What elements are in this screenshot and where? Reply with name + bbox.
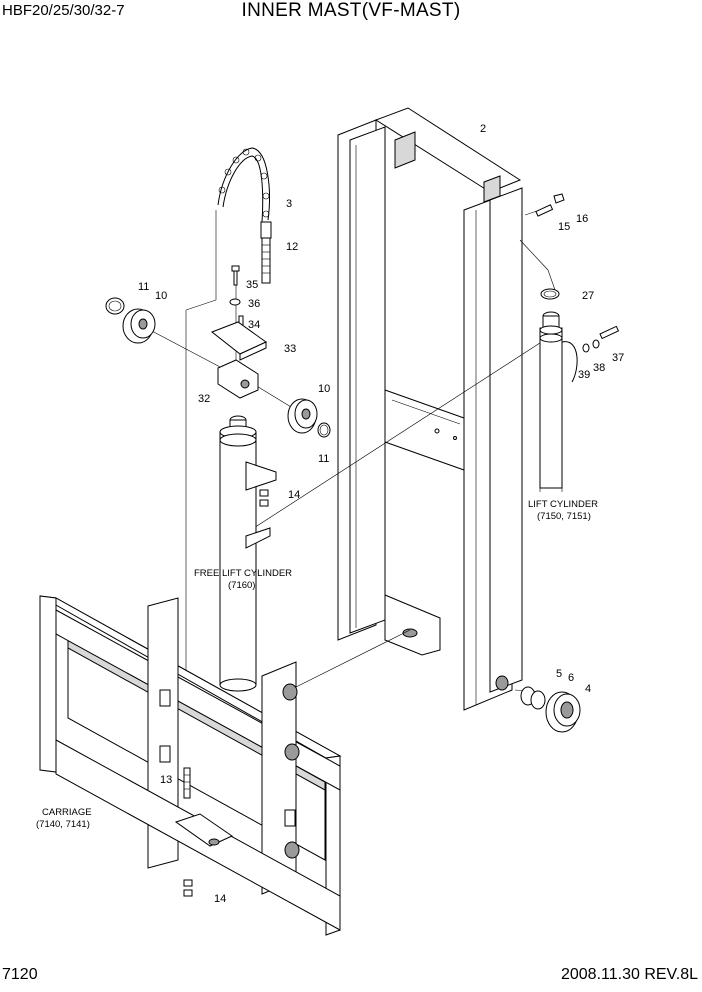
callout-2: 2: [480, 123, 486, 135]
callout-38: 38: [593, 362, 605, 374]
callout-10b: 10: [318, 383, 330, 395]
free-lift-cylinder-caption: FREE LIFT CYLINDER: [194, 568, 292, 579]
callout-4: 4: [585, 683, 591, 695]
callout-6: 6: [568, 672, 574, 684]
free-lift-cylinder: [219, 415, 277, 692]
roller-set: [520, 686, 581, 733]
revision-date: 2008.11.30 REV.8L: [560, 966, 698, 983]
callout-5: 5: [556, 668, 562, 680]
callout-36: 36: [248, 298, 260, 310]
sheave-assembly: [105, 265, 331, 438]
free-lift-cylinder-ref: (7160): [228, 580, 255, 591]
callout-39: 39: [578, 369, 590, 381]
page-number: 7120: [2, 966, 38, 983]
callout-33: 33: [284, 343, 296, 355]
part-captions: LIFT CYLINDER (7150, 7151) FREE LIFT CYL…: [36, 499, 598, 830]
lift-chain: [217, 147, 272, 284]
callout-14b: 14: [214, 893, 226, 905]
lift-cylinder-caption: LIFT CYLINDER: [528, 499, 598, 510]
callout-11a: 11: [138, 281, 149, 293]
callout-32: 32: [198, 393, 210, 405]
carriage-caption: CARRIAGE: [42, 807, 92, 818]
callout-34: 34: [248, 319, 260, 331]
callout-14a: 14: [288, 489, 300, 501]
callout-labels: 2 3 12 15 16 27 37 38 39 11 10 35 36 34 …: [138, 123, 624, 905]
callout-12: 12: [286, 241, 298, 253]
carriage-ref: (7140, 7141): [36, 819, 90, 830]
lift-cylinder: [535, 193, 620, 492]
carriage: [39, 595, 342, 936]
callout-15: 15: [558, 221, 570, 233]
callout-35: 35: [246, 279, 258, 291]
callout-3: 3: [286, 198, 292, 210]
callout-27: 27: [582, 290, 594, 302]
lift-cylinder-ref: (7150, 7151): [537, 511, 591, 522]
callout-16: 16: [576, 213, 588, 225]
model-number: HBF20/25/30/32-7: [2, 2, 125, 19]
callout-13: 13: [160, 774, 172, 786]
page-title: INNER MAST(VF-MAST): [241, 0, 461, 21]
callout-37: 37: [612, 352, 624, 364]
callout-10a: 10: [155, 290, 167, 302]
mast-frame: [337, 107, 523, 711]
callout-11b: 11: [318, 453, 329, 465]
